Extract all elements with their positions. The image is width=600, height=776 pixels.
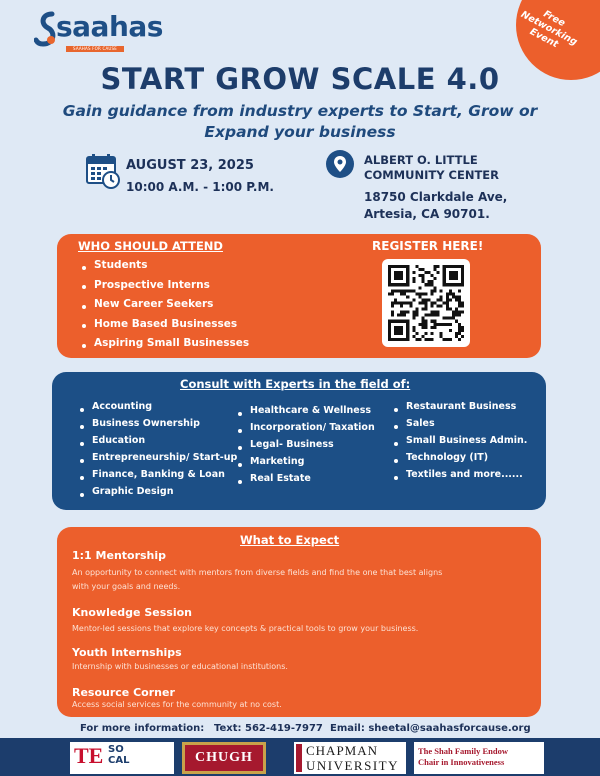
list-item: Legal- Business	[236, 439, 375, 456]
list-item: Aspiring Small Businesses	[80, 336, 249, 356]
list-item: Home Based Businesses	[80, 317, 249, 337]
te-logo-text: TE	[74, 743, 104, 768]
desc-line: An opportunity to connect with mentors f…	[72, 568, 443, 577]
consult-heading: Consult with Experts in the field of:	[180, 377, 411, 391]
list-item: Accounting	[78, 401, 237, 418]
consult-panel	[52, 372, 546, 510]
venue-address: 18750 Clarkdale Ave, Artesia, CA 90701.	[364, 189, 564, 223]
expect-item-title: Knowledge Session	[72, 606, 192, 619]
list-item: Education	[78, 435, 237, 452]
list-item: Sales	[392, 418, 527, 435]
shah-line2: Chair in Innovativeness	[418, 757, 505, 767]
te-so: SO	[108, 744, 124, 755]
registration-qr-code[interactable]	[382, 259, 470, 347]
chugh-logo	[182, 742, 266, 774]
list-item: Technology (IT)	[392, 452, 527, 469]
shah-line1: The Shah Family Endow	[418, 746, 508, 756]
expect-panel	[57, 527, 541, 717]
expect-item-title: Resource Corner	[72, 686, 175, 699]
venue-line2: COMMUNITY CENTER	[364, 168, 499, 182]
list-item: Textiles and more......	[392, 469, 527, 486]
event-date: AUGUST 23, 2025	[126, 158, 254, 173]
expect-item-desc: Mentor-led sessions that explore key con…	[72, 624, 419, 633]
list-item: Finance, Banking & Loan	[78, 469, 237, 486]
more-info-label: For more information:	[80, 723, 205, 734]
te-cal: CAL	[108, 755, 130, 766]
list-item: New Career Seekers	[80, 297, 249, 317]
calendar-icon	[86, 154, 120, 189]
desc-line: with your goals and needs.	[72, 582, 181, 591]
event-time: 10:00 A.M. - 1:00 P.M.	[126, 180, 274, 194]
attend-list: Students Prospective Interns New Career …	[80, 258, 249, 356]
list-item: Prospective Interns	[80, 278, 249, 298]
attend-heading: WHO SHOULD ATTEND	[78, 239, 223, 253]
contact-email[interactable]: Email: sheetal@saahasforcause.org	[330, 723, 531, 734]
expect-heading: What to Expect	[240, 533, 340, 547]
contact-phone[interactable]: Text: 562-419-7977	[214, 723, 323, 734]
consult-column-3: Restaurant Business Sales Small Business…	[392, 401, 527, 486]
page-title: START GROW SCALE 4.0	[100, 62, 500, 96]
list-item: Business Ownership	[78, 418, 237, 435]
saahas-logo: saahas SAAHAS FOR CAUSE	[34, 10, 163, 56]
logo-tagline: SAAHAS FOR CAUSE	[66, 46, 124, 52]
qr-code-icon[interactable]	[388, 265, 464, 341]
list-item: Marketing	[236, 456, 375, 473]
list-item: Entrepreneurship/ Start-up	[78, 452, 237, 469]
location-pin-icon	[326, 150, 354, 178]
list-item: Incorporation/ Taxation	[236, 422, 375, 439]
list-item: Real Estate	[236, 473, 375, 490]
consult-column-1: Accounting Business Ownership Education …	[78, 401, 237, 503]
shah-chair-text: The Shah Family Endow Chair in Innovativ…	[418, 746, 542, 768]
te-socal-text: SO CAL	[108, 744, 129, 766]
venue-name: ALBERT O. LITTLE COMMUNITY CENTER	[364, 153, 564, 183]
expect-item-title: Youth Internships	[72, 646, 182, 659]
subtitle: Gain guidance from industry experts to S…	[62, 102, 538, 141]
expect-item-desc: An opportunity to connect with mentors f…	[72, 566, 527, 594]
list-item: Students	[80, 258, 249, 278]
logo-wordmark: saahas	[56, 10, 163, 43]
chapman-logo-mark	[296, 744, 302, 772]
expect-item-title: 1:1 Mentorship	[72, 549, 167, 562]
venue-line1: ALBERT O. LITTLE	[364, 153, 478, 167]
address-line1: 18750 Clarkdale Ave,	[364, 190, 508, 204]
te-socal-logo	[70, 742, 174, 774]
chugh-logo-text: CHUGH	[195, 750, 253, 765]
chapman-text: CHAPMAN	[306, 743, 379, 758]
expect-item-desc: Access social services for the community…	[72, 700, 282, 709]
expect-item-desc: Internship with businesses or educationa…	[72, 662, 288, 671]
list-item: Healthcare & Wellness	[236, 405, 375, 422]
chapman-logo	[294, 742, 406, 774]
register-heading: REGISTER HERE!	[372, 239, 484, 253]
address-line2: Artesia, CA 90701.	[364, 207, 490, 221]
list-item: Graphic Design	[78, 486, 237, 503]
list-item: Small Business Admin.	[392, 435, 527, 452]
chapman-university-text: UNIVERSITY	[306, 758, 399, 773]
shah-chair-logo	[414, 742, 544, 774]
list-item: Restaurant Business	[392, 401, 527, 418]
consult-column-2: Healthcare & Wellness Incorporation/ Tax…	[236, 405, 375, 490]
saahas-logo-icon	[34, 11, 56, 47]
